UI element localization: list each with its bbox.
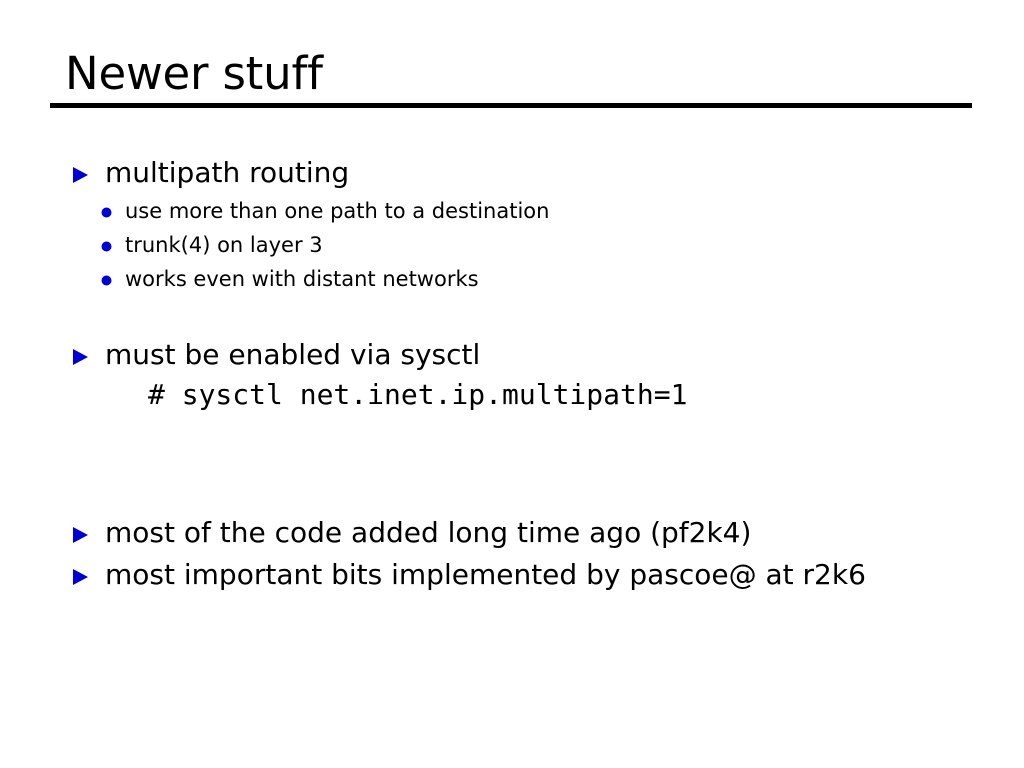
bullet-text: most important bits implemented by pasco… — [105, 558, 866, 591]
bullet-item-works-with-distant-networks: works even with distant networks — [101, 262, 961, 296]
title-divider — [50, 103, 972, 108]
command-line-sysctl: # sysctl net.inet.ip.multipath=1 — [148, 378, 688, 411]
bullet-text: multipath routing — [105, 156, 350, 189]
bullet-text: must be enabled via sysctl — [105, 338, 481, 371]
triangle-right-icon — [72, 554, 105, 585]
bullet-text: most of the code added long time ago (pf… — [105, 516, 752, 549]
triangle-right-icon — [72, 512, 105, 543]
page-title: Newer stuff — [65, 47, 323, 100]
bullet-item-trunk-on-layer-3: trunk(4) on layer 3 — [101, 228, 961, 262]
bullet-text: use more than one path to a destination — [125, 199, 550, 223]
title-block: Newer stuff — [50, 48, 972, 100]
bullet-item-multipath-routing: multipath routing — [72, 152, 952, 193]
bullet-item-most-of-the-code-added: most of the code added long time ago (pf… — [72, 512, 952, 553]
bullet-item-must-be-enabled-via-sysctl: must be enabled via sysctl — [72, 334, 952, 375]
bullet-text: works even with distant networks — [125, 267, 479, 291]
round-dot-icon — [101, 228, 125, 252]
triangle-right-icon — [72, 334, 105, 365]
bullet-text: trunk(4) on layer 3 — [125, 233, 323, 257]
round-dot-icon — [101, 194, 125, 218]
triangle-right-icon — [72, 152, 105, 183]
bullet-item-use-more-than-one-path: use more than one path to a destination — [101, 194, 961, 228]
bullet-item-most-important-bits: most important bits implemented by pasco… — [72, 554, 952, 595]
round-dot-icon — [101, 262, 125, 286]
